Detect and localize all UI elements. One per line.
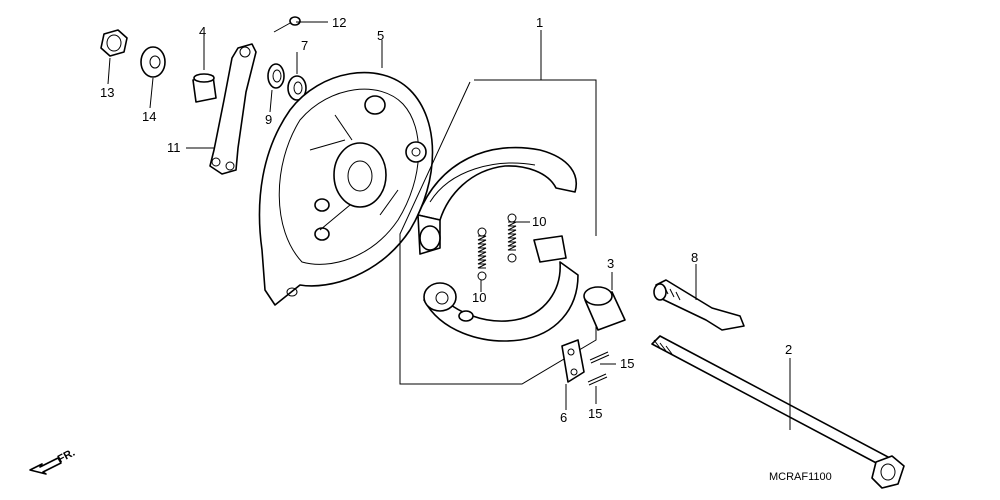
cotter-pin-part [589, 351, 610, 364]
drawing-code: MCRAF1100 [769, 471, 832, 483]
brake-panel-part [258, 71, 434, 306]
callout-6: 6 [560, 410, 567, 425]
callout-3: 3 [607, 256, 614, 271]
front-direction-arrow [29, 457, 62, 475]
seal-part [267, 63, 307, 101]
dust-seal-part [583, 286, 626, 331]
callout-11: 11 [167, 140, 181, 155]
callout-14: 14 [142, 109, 156, 124]
bolt-part [273, 16, 301, 33]
callout-15-lower: 15 [588, 406, 602, 421]
callout-12: 12 [332, 15, 346, 30]
callout-2: 2 [785, 342, 792, 357]
brake-cam-part [653, 279, 745, 331]
callout-8: 8 [691, 250, 698, 265]
washer-part [140, 46, 166, 78]
upper-brake-shoe-part [417, 146, 577, 255]
callout-10-lower: 10 [472, 290, 486, 305]
callout-4: 4 [199, 24, 206, 39]
callout-9: 9 [265, 112, 272, 127]
callout-10-upper: 10 [532, 214, 546, 229]
axle-part [651, 335, 905, 489]
callout-5: 5 [377, 28, 384, 43]
front-direction-label: FR. [56, 447, 77, 466]
cotter-pin-part [587, 373, 608, 386]
callout-15-upper: 15 [620, 356, 634, 371]
callout-7: 7 [301, 38, 308, 53]
callout-13: 13 [100, 85, 114, 100]
return-spring-part [477, 227, 487, 281]
shoe-set-bracket [399, 79, 597, 385]
plate-part [561, 339, 585, 383]
callout-1: 1 [536, 15, 543, 30]
lower-brake-shoe-part [423, 235, 579, 342]
return-spring-part [507, 213, 517, 263]
collar-part [192, 73, 217, 103]
brake-arm-part [209, 43, 257, 175]
nut-part [100, 29, 128, 57]
leader-lines [107, 21, 791, 430]
